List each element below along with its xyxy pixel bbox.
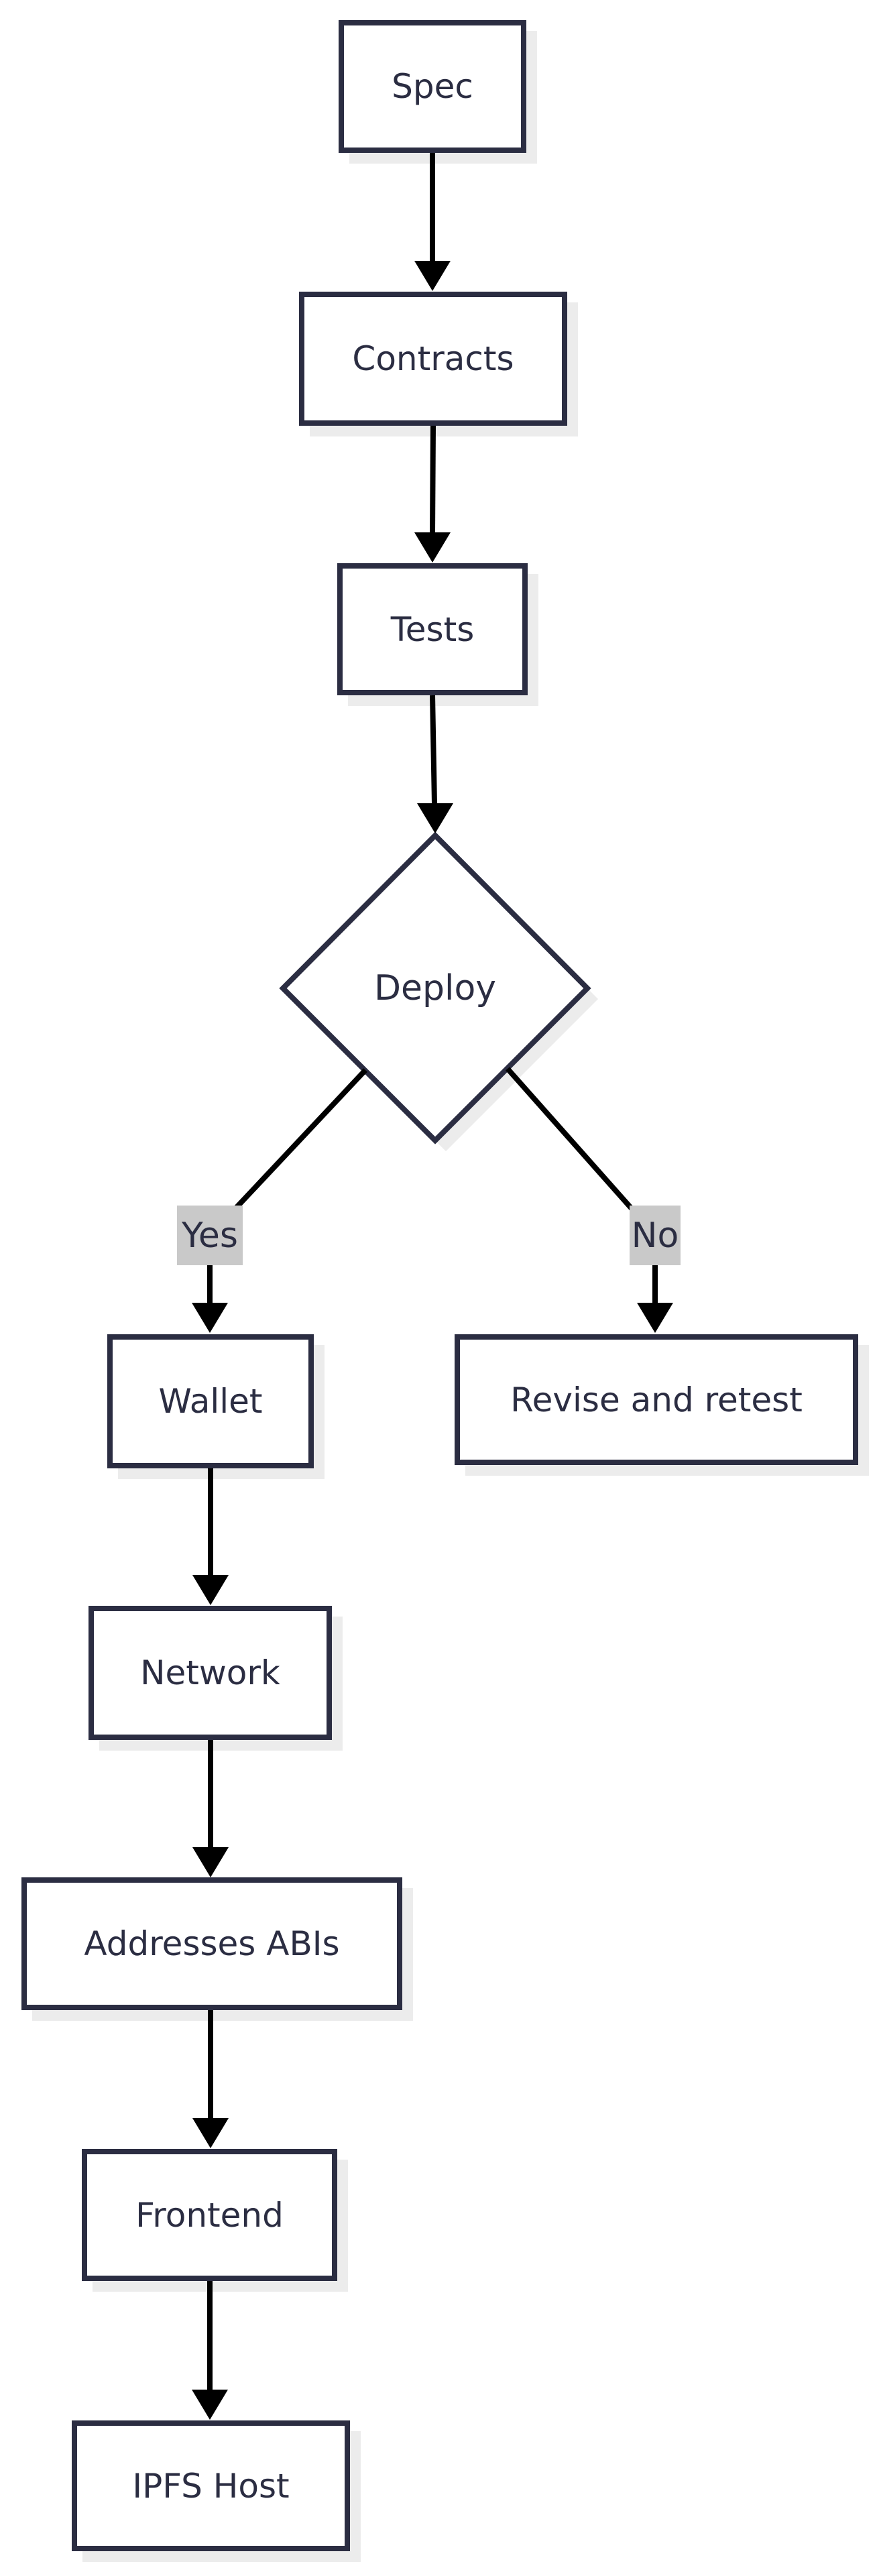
arrowhead-wallet <box>192 1303 228 1333</box>
node-label: IPFS Host <box>132 2466 290 2506</box>
node-label: Frontend <box>135 2195 284 2235</box>
arrowhead-addresses <box>192 1847 229 1877</box>
arrowhead-contracts <box>414 261 451 291</box>
edge-label-no: No <box>630 1206 681 1265</box>
node-spec: Spec <box>339 20 526 153</box>
node-ipfs-host: IPFS Host <box>72 2420 350 2551</box>
node-wallet: Wallet <box>107 1334 314 1468</box>
edge-tests-deploy <box>430 695 437 805</box>
node-label: Wallet <box>158 1382 263 1421</box>
node-tests: Tests <box>337 563 528 695</box>
arrowhead-deploy <box>417 803 453 833</box>
arrowhead-tests <box>414 532 451 563</box>
arrowhead-network <box>192 1575 229 1605</box>
node-label: Addresses ABIs <box>84 1924 340 1963</box>
arrowhead-ipfs <box>192 2390 228 2420</box>
edge-contracts-tests <box>430 425 436 534</box>
node-label: Contracts <box>352 339 514 378</box>
node-label: Network <box>140 1653 280 1692</box>
node-contracts: Contracts <box>299 292 567 426</box>
node-network: Network <box>89 1606 332 1740</box>
node-deploy: Deploy <box>283 835 587 1140</box>
edge-label-text: Yes <box>182 1215 238 1256</box>
node-frontend: Frontend <box>82 2149 337 2281</box>
edge-label-text: No <box>631 1215 679 1256</box>
node-label: Spec <box>392 67 473 106</box>
node-label: Revise and retest <box>510 1380 803 1419</box>
edge-label-yes: Yes <box>177 1206 243 1265</box>
node-revise-and-retest: Revise and retest <box>455 1334 858 1465</box>
node-label: Tests <box>390 609 475 649</box>
deploy-diamond-shape <box>279 831 591 1145</box>
arrowhead-revise <box>637 1303 673 1333</box>
arrowhead-frontend <box>192 2118 229 2148</box>
node-label: Deploy <box>373 968 497 1008</box>
node-addresses-abis: Addresses ABIs <box>21 1877 402 2010</box>
